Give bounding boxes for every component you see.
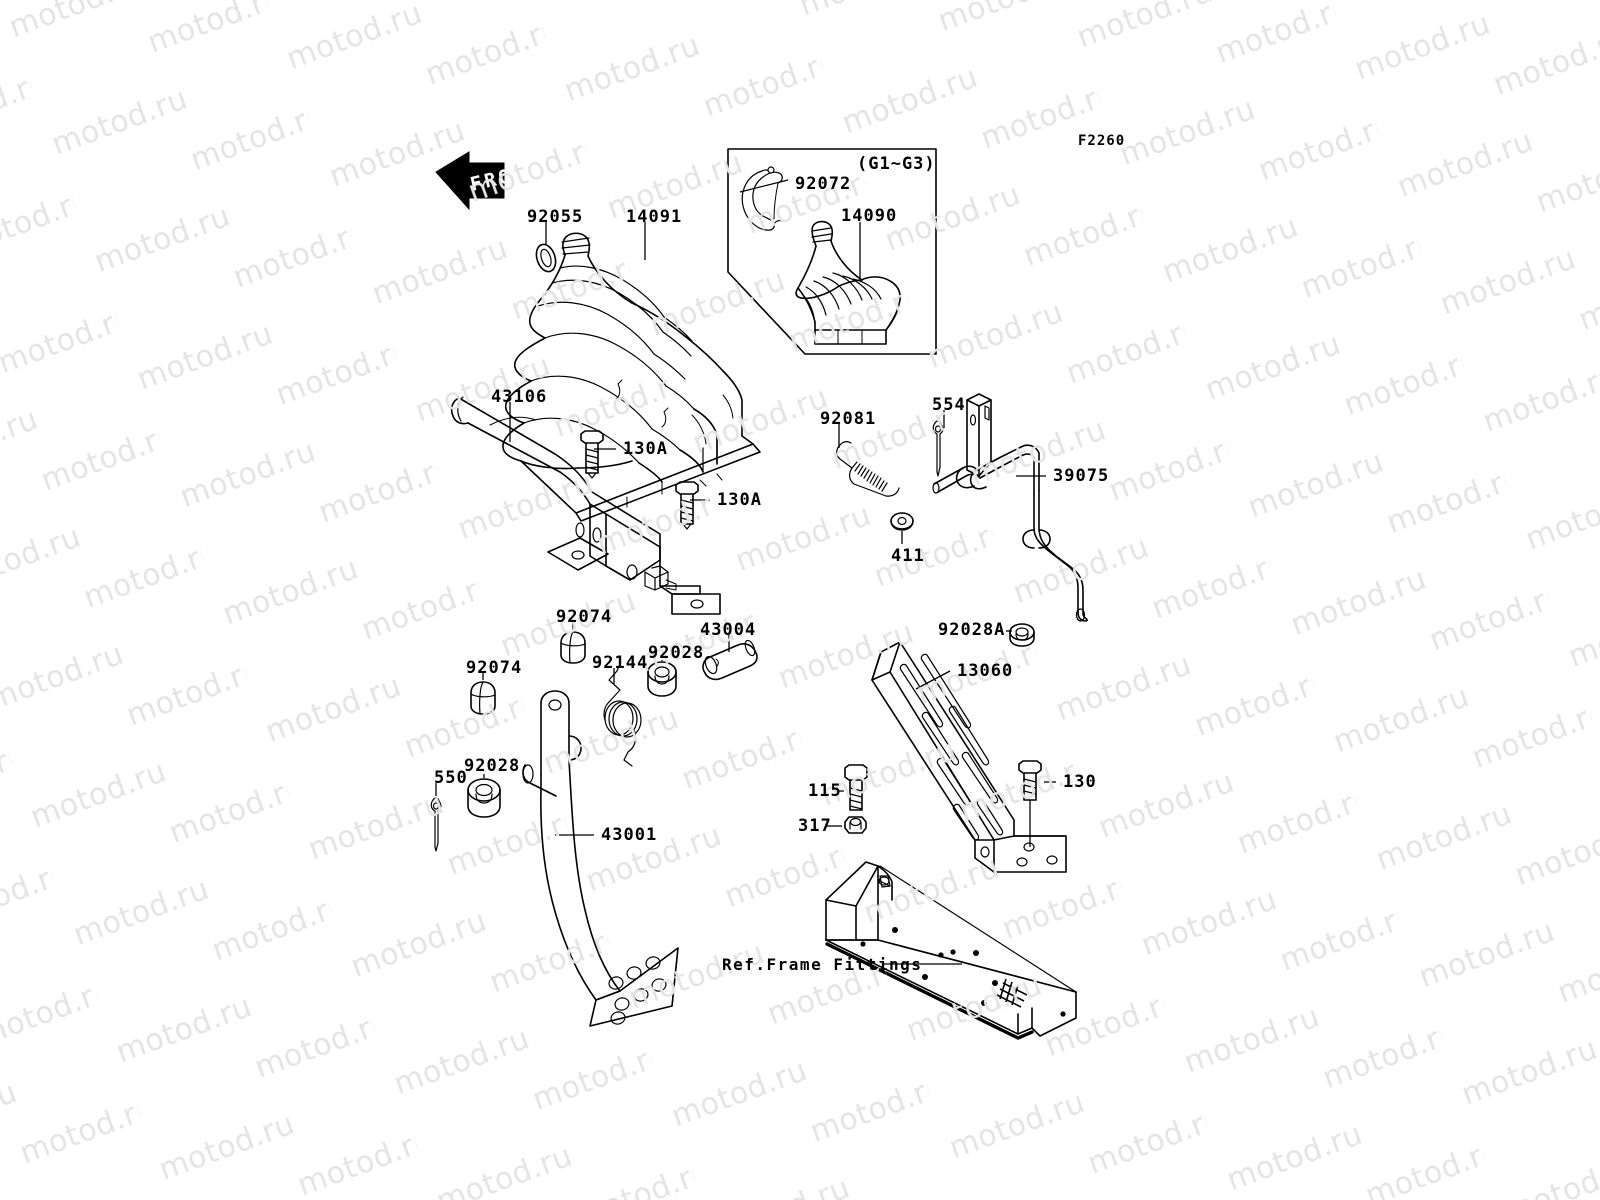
callout-92028-2[interactable]: 92028 <box>464 756 521 776</box>
callout-92055[interactable]: 92055 <box>527 207 584 227</box>
callout-92072[interactable]: 92072 <box>795 174 852 194</box>
callout-14090[interactable]: 14090 <box>841 206 898 226</box>
callout-115[interactable]: 115 <box>808 781 842 801</box>
callout-554[interactable]: 554 <box>932 395 966 415</box>
diagram-code: F2260 <box>1078 133 1126 149</box>
callout-92074-2[interactable]: 92074 <box>466 658 523 678</box>
callout-92028a[interactable]: 92028A <box>938 620 1006 640</box>
callout-130a-2[interactable]: 130A <box>717 490 762 510</box>
callout-43106[interactable]: 43106 <box>491 387 548 407</box>
callout-130a-1[interactable]: 130A <box>623 439 668 459</box>
callout-14091[interactable]: 14091 <box>626 207 683 227</box>
callout-317[interactable]: 317 <box>798 816 832 836</box>
ref-frame-fittings-label: Ref.Frame Fittings <box>722 955 923 974</box>
callout-92028-1[interactable]: 92028 <box>648 643 705 663</box>
callout-411[interactable]: 411 <box>891 546 925 566</box>
callout-92081[interactable]: 92081 <box>820 409 877 429</box>
callout-39075[interactable]: 39075 <box>1053 466 1110 486</box>
callout-550[interactable]: 550 <box>434 768 468 788</box>
callout-43001[interactable]: 43001 <box>601 825 658 845</box>
callout-43004[interactable]: 43004 <box>700 620 757 640</box>
callout-92074-1[interactable]: 92074 <box>556 607 613 627</box>
callout-92144[interactable]: 92144 <box>592 653 649 673</box>
callout-130[interactable]: 130 <box>1063 772 1097 792</box>
callout-13060[interactable]: 13060 <box>957 661 1014 681</box>
inset-variant-tag: (G1~G3) <box>857 154 936 174</box>
